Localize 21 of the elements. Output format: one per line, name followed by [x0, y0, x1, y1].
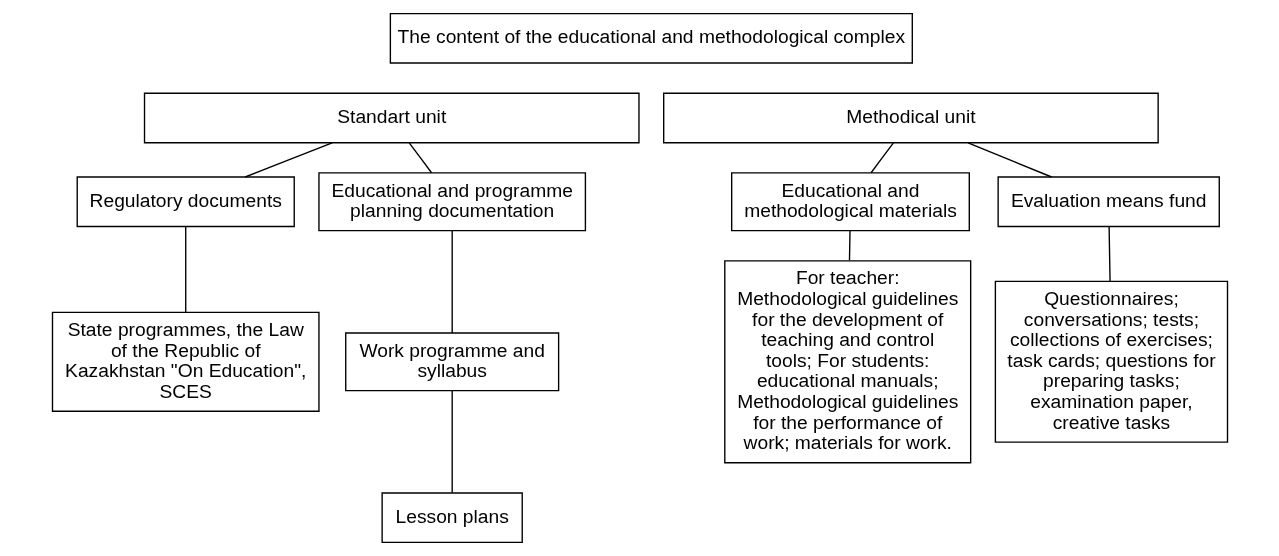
node-box: Regulatory documents: [76, 176, 295, 228]
node-box: Work programme and syllabus: [344, 332, 559, 392]
connector: [408, 142, 432, 174]
node-box: Educational and programme planning documentation: [317, 172, 586, 232]
node-box: The content of the educational and methodological complex: [389, 12, 913, 64]
node-box: Educational and methodological materials: [730, 172, 970, 232]
node-box: Evaluation means fund: [996, 176, 1220, 228]
connector: [451, 230, 453, 334]
connector: [184, 226, 186, 313]
node-box: State programmes, the Law of the Republic of Kazakhstan "On Education", SCES: [51, 311, 320, 412]
connector: [966, 142, 1052, 178]
node-box: Questionnaires; conversations; tests; collections of exercises; task cards; questions for preparing tasks; examination paper, creative tasks: [994, 280, 1228, 443]
connector: [869, 142, 894, 174]
connector: [451, 390, 453, 494]
connector: [244, 142, 333, 178]
node-box: Methodical unit: [662, 92, 1159, 144]
connector: [848, 230, 851, 261]
node-box: For teacher: Methodological guidelines for the development of teaching and control tools; For students: educational manuals; Methodological guidelines for the performance of work; materials for work.: [723, 260, 971, 464]
node-box: Lesson plans: [380, 492, 523, 544]
connector: [1107, 226, 1111, 282]
node-box: Standart unit: [143, 92, 640, 144]
